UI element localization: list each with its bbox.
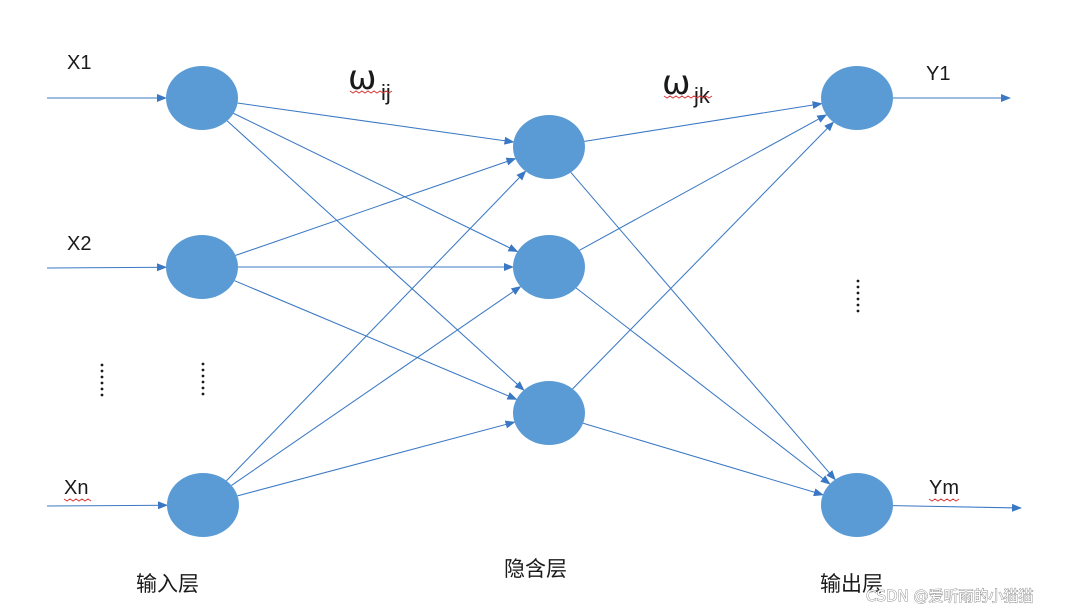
hidden-node-h-1 <box>513 115 585 179</box>
input-arrow-in-n <box>46 501 169 510</box>
edge-in-1-h-3 <box>226 120 525 391</box>
spellcheck-underline <box>63 498 92 502</box>
weight-subscript: jk <box>693 83 711 108</box>
edge-h-3-out-1 <box>572 121 835 390</box>
connection-edges <box>226 101 836 497</box>
weight-subscript: ij <box>381 80 391 105</box>
edge-h-3-out-m <box>582 422 824 497</box>
edge-h-1-out-1 <box>584 101 823 142</box>
input-node-in-n <box>167 473 239 537</box>
input-label-xn: Xn <box>64 477 88 499</box>
input-label-x2: X2 <box>67 233 91 255</box>
output-label-ym: Ym <box>929 477 959 499</box>
edge-h-2-out-1 <box>579 114 828 251</box>
spellcheck-underline <box>349 90 393 94</box>
input-label-x1: X1 <box>67 52 91 74</box>
io-arrows <box>46 94 1022 512</box>
output-arrow-out-m <box>892 503 1022 512</box>
output-node-out-1 <box>821 66 893 130</box>
spellcheck-underline <box>928 498 960 502</box>
edge-h-1-out-m <box>570 172 836 481</box>
hidden-node-h-3 <box>513 381 585 445</box>
spellcheck-underline <box>663 95 713 99</box>
output-label-y1: Y1 <box>926 63 950 85</box>
input-arrow-in-2 <box>46 263 168 272</box>
ellipsis-input-labels <box>100 363 104 397</box>
layer-label-hidden: 隐含层 <box>504 557 567 581</box>
output-node-out-m <box>821 473 893 537</box>
edge-in-n-h-3 <box>237 420 516 497</box>
edge-h-2-out-m <box>575 287 831 485</box>
hidden-node-h-2 <box>513 235 585 299</box>
neuron-nodes <box>166 66 893 537</box>
edge-in-1-h-1 <box>237 102 515 145</box>
input-node-in-1 <box>166 66 238 130</box>
ellipsis-input-nodes <box>201 362 205 396</box>
edge-in-2-h-3 <box>234 280 518 400</box>
edge-in-2-h-1 <box>235 157 517 256</box>
weight-label-ij: ω ij <box>348 58 393 105</box>
ellipsis-output-nodes <box>856 279 860 313</box>
watermark: CSDN @爱听雨的小猫猫 <box>866 587 1034 605</box>
edge-in-1-h-2 <box>233 112 519 253</box>
input-node-in-2 <box>166 235 238 299</box>
edge-in-n-h-2 <box>231 286 522 486</box>
edge-in-n-h-1 <box>226 170 527 482</box>
layer-label-output: 输出层 <box>820 572 883 596</box>
layer-label-input: 输入层 <box>136 572 199 596</box>
weight-label-jk: ω jk <box>662 63 713 108</box>
